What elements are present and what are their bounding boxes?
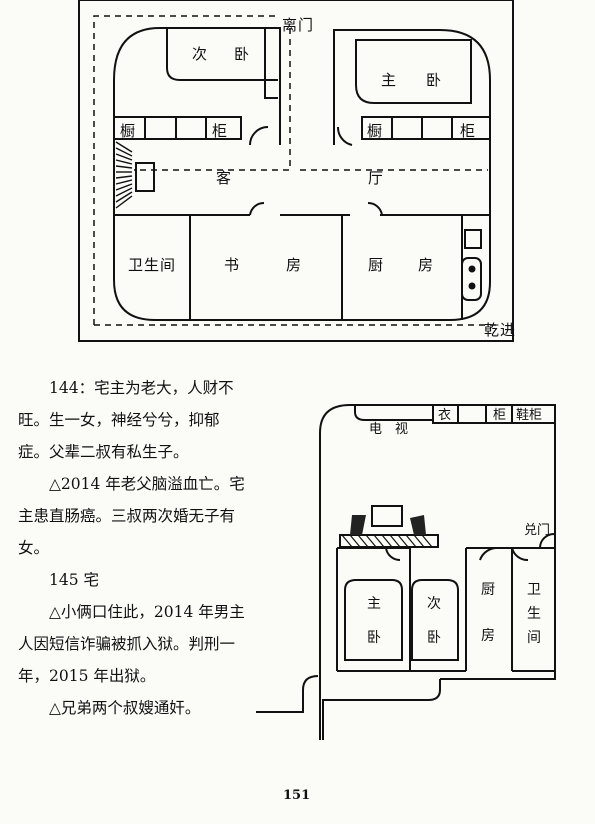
label-bathroom-2-3: 间: [527, 630, 541, 646]
label-tv-2: 视: [395, 422, 409, 437]
label-bathroom-2-2: 生: [527, 606, 541, 622]
label-cabinet-left-2: 柜: [212, 122, 229, 140]
label-tv-1: 电: [369, 422, 397, 437]
paragraph-144-death: △2014 年老父脑溢血亡。宅主患直肠癌。三叔两次婚无子有女。: [18, 475, 245, 557]
label-study-1: 书: [224, 256, 241, 274]
label-master-bed-2-1: 主: [367, 596, 381, 612]
label-shoe-cabinet: 鞋柜: [516, 408, 543, 423]
paragraph-145-prison: △小俩口住此，2014 年男主人因短信诈骗被抓入狱。判刑一年，2015 年出狱。: [18, 603, 245, 685]
label-kitchen-2: 房: [418, 256, 435, 274]
label-cabinet-2-2: 柜: [493, 408, 507, 423]
page-number: 151: [283, 788, 311, 803]
paragraph-144: 144：宅主为老大，人财不旺。生一女，神经兮兮，抑郁症。父辈二叔有私生子。: [18, 379, 234, 461]
label-cabinet-left-1: 橱: [120, 122, 137, 140]
label-kitchen-2-1: 厨: [481, 582, 495, 598]
label-li-gate: 离门: [282, 16, 315, 34]
label-cabinet-right-1: 橱: [367, 122, 384, 140]
label-bathroom-2-1: 卫: [527, 582, 541, 598]
label-living-2: 厅: [368, 169, 385, 187]
case-text: 144：宅主为老大，人财不旺。生一女，神经兮兮，抑郁症。父辈二叔有私生子。 △2…: [18, 372, 248, 724]
heading-145: 145 宅: [49, 571, 100, 589]
paragraph-145-affair: △兄弟两个叔嫂通奸。: [49, 699, 201, 717]
label-second-bed-2-2: 卧: [427, 630, 441, 646]
label-bathroom: 卫生间: [128, 256, 177, 274]
label-study-2: 房: [286, 256, 303, 274]
label-kitchen-2-2: 房: [481, 628, 495, 644]
label-dui-gate: 兑门: [524, 523, 551, 538]
label-qian-entry: 乾进: [484, 321, 517, 339]
label-cabinet-right-2: 柜: [460, 122, 477, 140]
label-second-bed-2-1: 次: [427, 596, 441, 612]
label-kitchen-1: 厨: [368, 256, 385, 274]
label-master-bed-2-2: 卧: [367, 630, 381, 646]
label-second-bed-2: 卧: [234, 45, 251, 63]
label-master-bed-1: 主: [381, 71, 398, 89]
label-second-bed-1: 次: [192, 45, 209, 63]
label-living-1: 客: [216, 169, 233, 187]
label-cabinet-2-1: 衣: [438, 408, 452, 423]
label-master-bed-2: 卧: [426, 71, 443, 89]
